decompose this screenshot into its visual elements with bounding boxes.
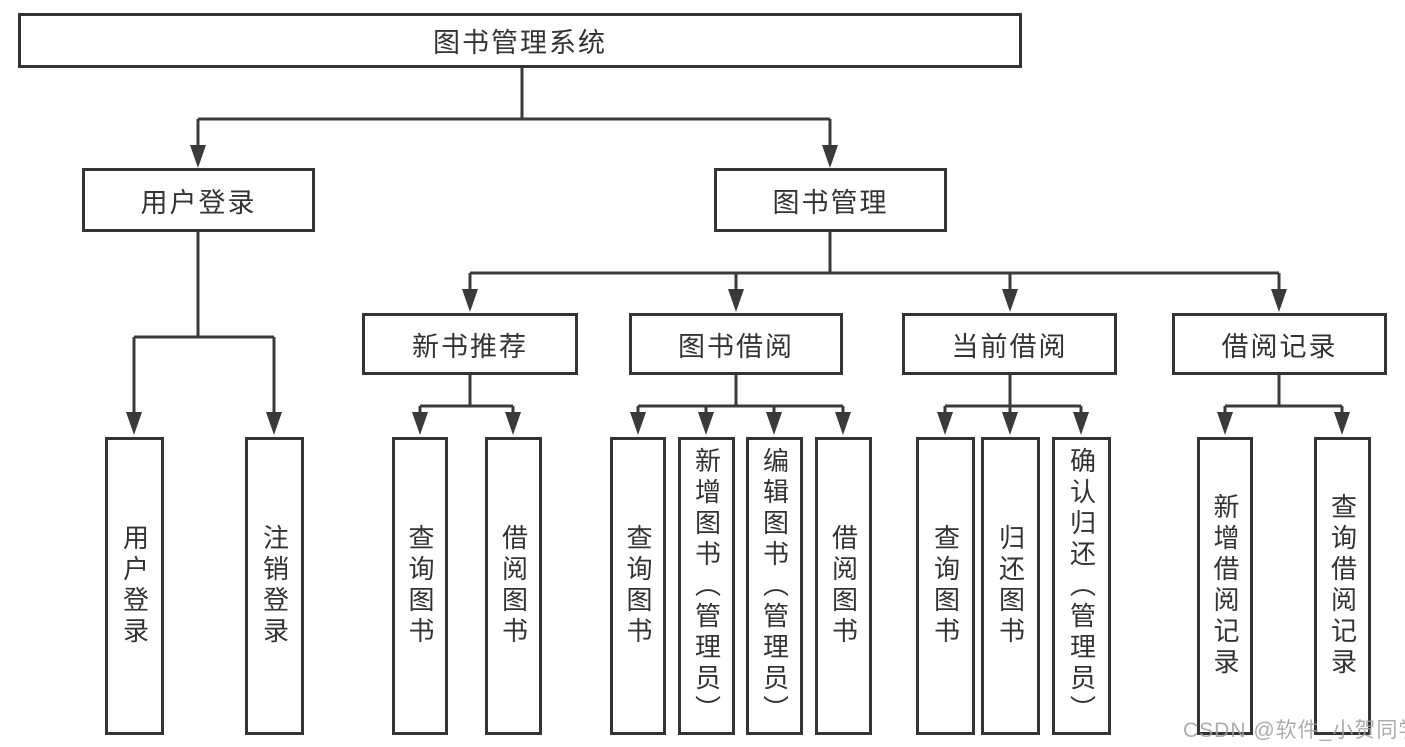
connector-currentborrow-to-leaves [943, 375, 1083, 416]
connector-newbooks-to-leaves [418, 375, 515, 416]
leaf-current-return-label: 归还图书 [995, 524, 1026, 648]
leaf-borrow-query-label: 查询图书 [623, 524, 653, 648]
leaf-borrow-edit-admin: 编辑图书（管理员） [746, 437, 803, 735]
leaf-current-query: 查询图书 [916, 437, 975, 735]
leaf-borrow-add-admin: 新增图书（管理员） [678, 437, 735, 735]
node-borrow-records: 借阅记录 [1172, 313, 1387, 375]
leaf-borrow-query: 查询图书 [610, 437, 666, 735]
leaf-records-add: 新增借阅记录 [1197, 437, 1253, 735]
connector-bookborrow-to-leaves [636, 375, 845, 416]
leaf-user-login-label: 用户登录 [119, 524, 150, 648]
leaf-records-add-label: 新增借阅记录 [1210, 493, 1240, 679]
leaf-current-return: 归还图书 [981, 437, 1040, 735]
leaf-borrow-borrow-label: 借阅图书 [828, 524, 859, 648]
node-new-books: 新书推荐 [362, 313, 578, 375]
leaf-logout: 注销登录 [245, 437, 304, 735]
leaf-current-confirm-admin: 确认归还（管理员） [1052, 437, 1111, 735]
leaf-borrow-add-admin-label: 新增图书（管理员） [691, 446, 722, 726]
leaf-borrow-borrow: 借阅图书 [815, 437, 872, 735]
node-book-management: 图书管理 [714, 168, 947, 232]
leaf-newbooks-borrow-label: 借阅图书 [498, 524, 529, 648]
leaf-newbooks-query: 查询图书 [392, 437, 448, 735]
leaf-logout-label: 注销登录 [259, 524, 290, 648]
leaf-records-query-label: 查询借阅记录 [1327, 493, 1358, 679]
connector-userlogin-to-leaves [132, 232, 276, 416]
node-user-login: 用户登录 [82, 168, 315, 232]
node-book-borrow: 图书借阅 [629, 313, 843, 375]
node-root: 图书管理系统 [18, 13, 1022, 68]
leaf-newbooks-borrow: 借阅图书 [485, 437, 542, 735]
node-current-borrow: 当前借阅 [902, 313, 1117, 375]
leaf-borrow-edit-admin-label: 编辑图书（管理员） [759, 446, 790, 726]
connector-bookmgmt-to-level3 [468, 232, 1281, 292]
leaf-newbooks-query-label: 查询图书 [405, 524, 435, 648]
leaf-current-query-label: 查询图书 [930, 524, 961, 648]
leaf-user-login: 用户登录 [105, 437, 164, 735]
connector-root-to-level2 [196, 68, 832, 150]
connector-records-to-leaves [1223, 375, 1344, 416]
arrowheads [126, 145, 1350, 435]
leaf-current-confirm-admin-label: 确认归还（管理员） [1066, 446, 1097, 726]
leaf-records-query: 查询借阅记录 [1314, 437, 1371, 735]
watermark: CSDN @软件_小贺同学 [1183, 719, 1405, 742]
